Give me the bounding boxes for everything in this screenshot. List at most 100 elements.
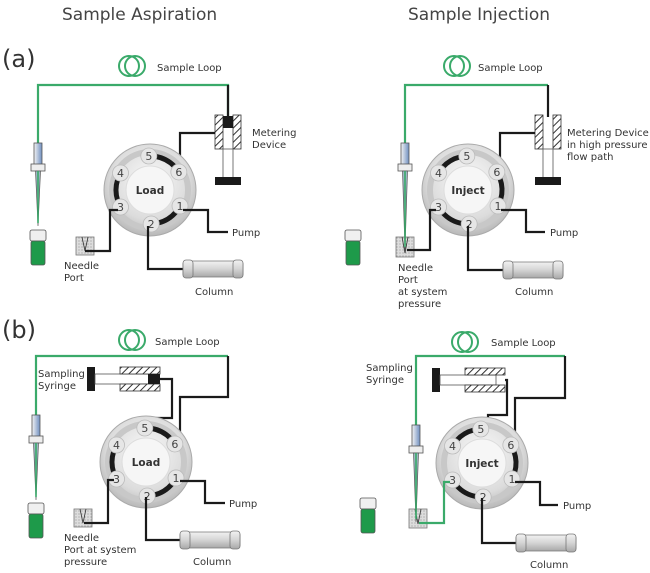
tubing-port2-column	[466, 226, 503, 272]
sample-path-tubing	[403, 83, 548, 143]
tubing-port2-column	[144, 497, 180, 542]
tubing-port3-needle-port	[84, 478, 114, 525]
valve-port-5	[458, 147, 476, 165]
valve-port-4	[108, 436, 125, 454]
needle-port-label: Needle	[64, 533, 99, 544]
valve-state-label: Inject	[451, 185, 484, 197]
sample-loop-label: Sample Loop	[157, 63, 222, 74]
tubing-loop-port6	[513, 356, 567, 445]
port-number-2: 2	[144, 490, 151, 503]
needle-icon	[28, 414, 44, 501]
sample-loop-coil-icon	[443, 55, 471, 77]
sampling-syringe-icon	[87, 366, 161, 392]
valve-port-5	[472, 420, 490, 438]
sampling-syringe-label: Sampling	[366, 363, 413, 374]
needle-icon	[397, 142, 413, 251]
port-number-4: 4	[117, 167, 124, 180]
valve-port-2	[460, 215, 478, 233]
rotor-channel	[497, 177, 505, 201]
tubing-port3-needle-port	[407, 208, 436, 252]
pump-label: Pump	[232, 228, 260, 239]
needle-port-icon	[73, 508, 93, 528]
port-number-3: 3	[435, 201, 442, 214]
needle-icon	[408, 424, 424, 523]
port-number-1: 1	[173, 472, 180, 485]
panel-label-b: (b)	[2, 316, 36, 344]
sample-path-port3-needle-port	[419, 480, 450, 525]
needle-port-icon	[408, 508, 428, 529]
port-number-6: 6	[171, 438, 178, 451]
valve-port-6	[166, 435, 184, 453]
diagram-b-injection: Sample LoopSamplingSyringe123456InjectPu…	[359, 331, 591, 571]
valve-port-6	[488, 163, 506, 181]
needle-port-label: Port	[64, 273, 84, 284]
pump-label: Pump	[229, 499, 257, 510]
sampling-syringe-icon	[432, 367, 506, 393]
valve-port-6	[502, 436, 520, 454]
tubing-port1-pump	[183, 208, 228, 234]
port-number-2: 2	[148, 218, 155, 231]
sample-vial-icon	[29, 229, 47, 266]
sample-loop-label: Sample Loop	[155, 337, 220, 348]
column-label: Column	[530, 560, 568, 571]
sample-path-tubing	[414, 354, 565, 425]
sample-loop-coil-icon	[451, 331, 479, 353]
port-number-3: 3	[113, 473, 120, 486]
column-icon	[179, 530, 241, 550]
needle-port-label: Port	[398, 275, 418, 286]
valve-state-label: Load	[132, 457, 161, 469]
rotor-channel	[109, 450, 117, 474]
sample-path-tubing	[36, 83, 230, 143]
needle-port-label: Needle	[64, 261, 99, 272]
metering-device-label: Metering Device	[567, 128, 649, 139]
column-icon	[182, 259, 244, 279]
column-icon	[502, 260, 564, 280]
valve-port-4	[444, 437, 461, 455]
rotor-channel	[511, 450, 519, 474]
sample-path-tubing	[34, 354, 228, 415]
sample-loop-coil-icon	[118, 55, 146, 77]
sample-loop-label: Sample Loop	[478, 63, 543, 74]
port-number-6: 6	[507, 439, 514, 452]
diagram-b-aspiration: Sample LoopSamplingSyringe123456LoadNeed…	[27, 329, 257, 568]
port-number-4: 4	[113, 439, 120, 452]
metering-device-label: flow path	[567, 152, 614, 163]
valve-port-2	[138, 487, 156, 505]
valve-port-2	[474, 488, 492, 506]
sample-loop-coil-icon	[118, 329, 146, 351]
valve-port-5	[136, 419, 154, 437]
header-sample-injection: Sample Injection	[408, 5, 550, 25]
sample-vial-icon	[344, 229, 362, 266]
sampling-syringe-label: Sampling	[38, 369, 85, 380]
rotor-channel	[113, 178, 121, 202]
port-number-4: 4	[449, 440, 456, 453]
port-number-6: 6	[175, 166, 182, 179]
port-number-5: 5	[463, 150, 470, 163]
needle-port-label: Port at system	[64, 545, 136, 556]
valve-port-3	[444, 471, 461, 489]
tubing-port1-pump	[515, 480, 558, 507]
port-number-5: 5	[141, 422, 148, 435]
column-label: Column	[195, 287, 233, 298]
port-number-4: 4	[435, 167, 442, 180]
needle-icon	[30, 142, 46, 227]
needle-port-label: pressure	[398, 299, 441, 310]
needle-port-icon	[75, 236, 95, 256]
tubing-loop-port6	[178, 356, 230, 443]
sample-vial-icon	[359, 497, 377, 534]
port-number-1: 1	[177, 200, 184, 213]
port-number-1: 1	[509, 473, 516, 486]
column-label: Column	[193, 557, 231, 568]
pump-label: Pump	[563, 501, 591, 512]
valve-port-4	[430, 164, 447, 182]
valve-port-4	[112, 164, 129, 182]
pump-label: Pump	[550, 228, 578, 239]
needle-port-label: Needle	[398, 263, 433, 274]
